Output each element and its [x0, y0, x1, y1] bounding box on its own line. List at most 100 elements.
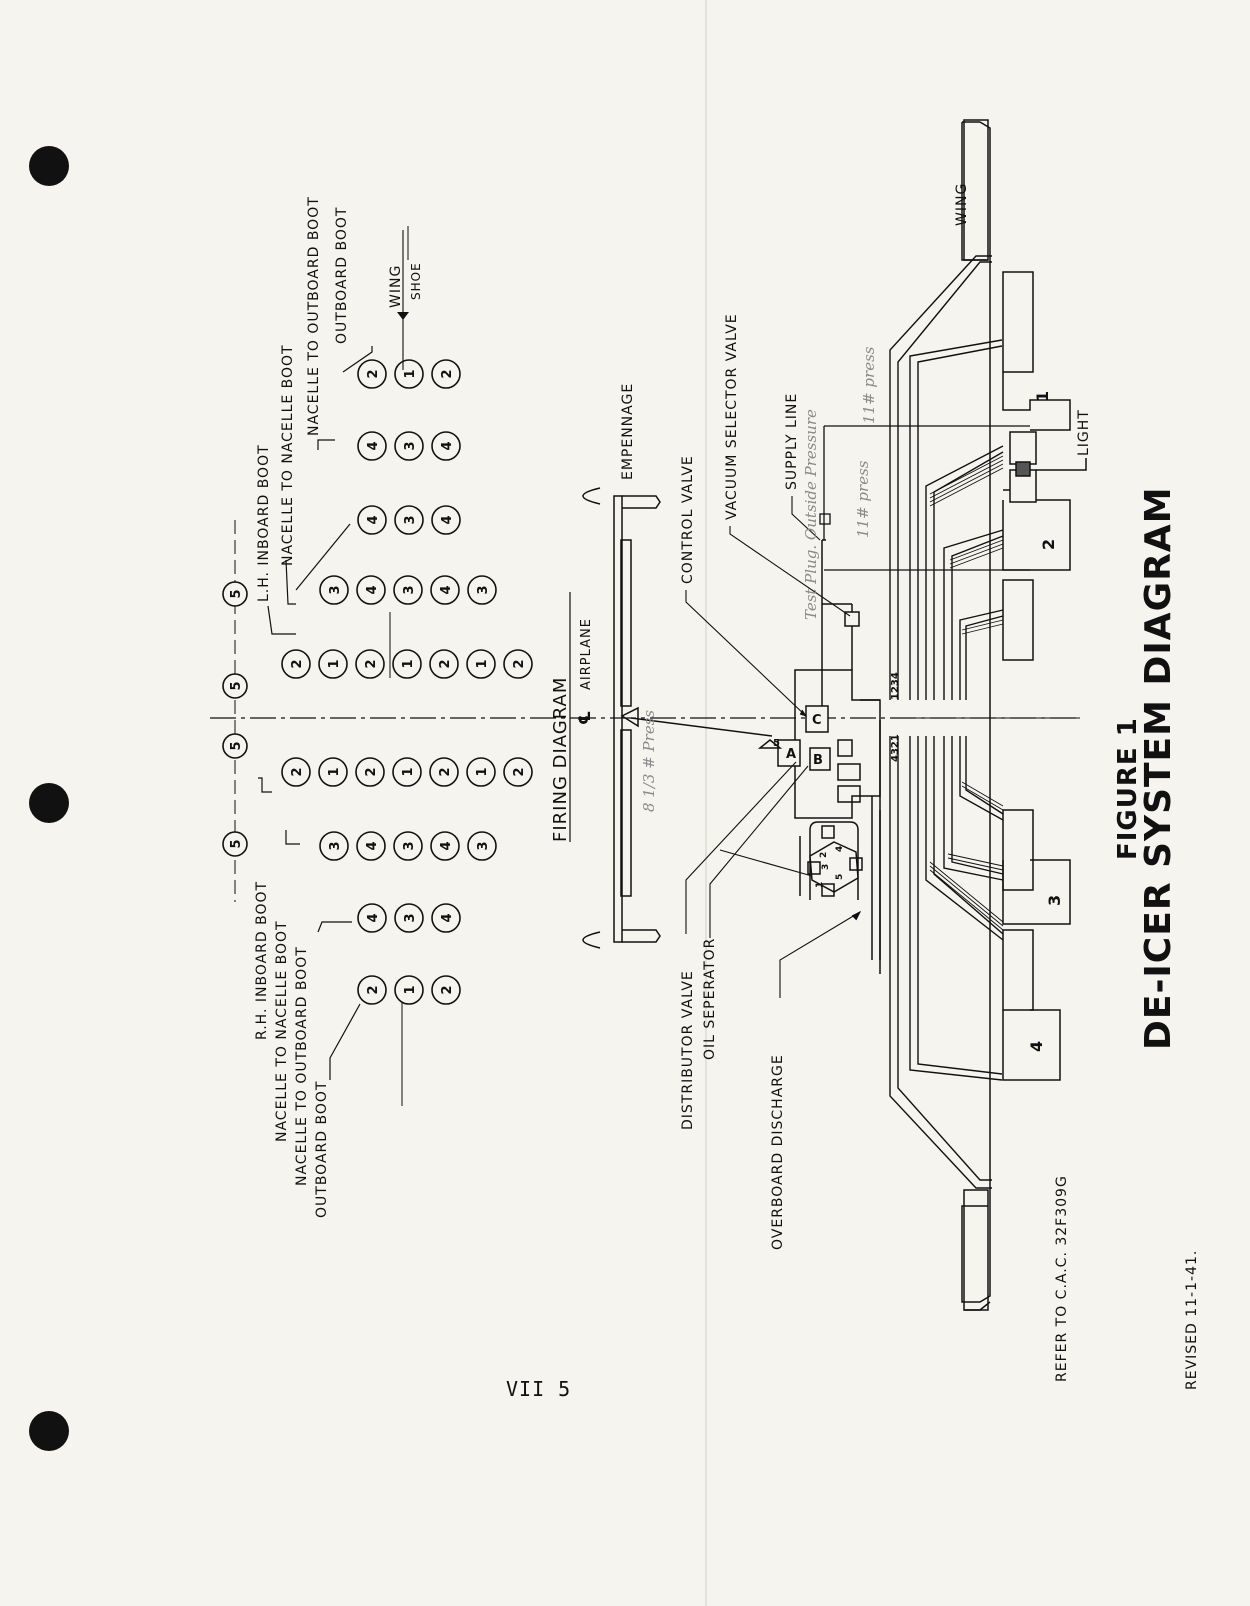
lower-circle-0-4-number: 2	[438, 767, 453, 776]
upper-outboard-boot-label: OUTBOARD BOOT	[334, 207, 350, 344]
lower-circle-0-1-number: 1	[327, 767, 342, 776]
lower-circle-1-3: 4	[430, 831, 460, 861]
lower-circle-1-4: 3	[467, 831, 497, 861]
tail-marker-circle-0-ring	[222, 581, 248, 607]
upper-nacelle-to-nacelle-label: NACELLE TO NACELLE BOOT	[280, 344, 296, 566]
lower-circle-0-0: 2	[281, 757, 311, 787]
lower-circle-0-1-ring	[318, 757, 348, 787]
light-label: LIGHT	[1076, 409, 1092, 456]
binder-hole-middle	[29, 783, 69, 823]
boot-1-label: 1	[1033, 391, 1052, 402]
lower-circle-2-1-ring	[394, 903, 424, 933]
lower-circle-3-1-ring	[394, 975, 424, 1005]
lower-circle-0-6-number: 2	[512, 767, 527, 776]
upper-circle-4-5: 1	[466, 649, 496, 679]
boot-lines	[889, 255, 1004, 1189]
boot-4-label: 4	[1027, 1041, 1046, 1052]
lower-circle-1-0-ring	[319, 831, 349, 861]
lower-circle-0-5-number: 1	[475, 767, 490, 776]
valve-c-label: C	[812, 713, 822, 728]
lower-circle-2-2: 4	[431, 903, 461, 933]
tail-marker-circle-3: 5	[222, 831, 248, 857]
lower-circle-2-0: 4	[357, 903, 387, 933]
upper-circle-4-2-number: 2	[364, 659, 379, 668]
upper-circle-4-5-number: 1	[475, 659, 490, 668]
wing-label-firing: WING	[388, 265, 404, 308]
lower-circle-3-2: 2	[431, 975, 461, 1005]
upper-circle-4-0: 2	[281, 649, 311, 679]
lower-circle-0-5: 1	[466, 757, 496, 787]
hatch-bundles	[929, 455, 1004, 931]
upper-circle-4-3: 1	[392, 649, 422, 679]
upper-circle-3-3: 4	[430, 575, 460, 605]
upper-circle-4-1: 1	[318, 649, 348, 679]
lower-circle-3-1-number: 1	[403, 985, 418, 994]
distributor-port-1: 1	[815, 882, 825, 888]
lower-circle-2-1-number: 3	[403, 913, 418, 922]
firing-diagram-title: FIRING DIAGRAM	[550, 677, 571, 842]
lower-circle-1-0: 3	[319, 831, 349, 861]
lower-circle-0-0-ring	[281, 757, 311, 787]
lower-circle-0-6-ring	[503, 757, 533, 787]
lower-circle-3-0: 2	[357, 975, 387, 1005]
lower-circle-0-4: 2	[429, 757, 459, 787]
upper-nacelle-to-outboard-label: NACELLE TO OUTBOARD BOOT	[306, 196, 322, 436]
port-5-label: 5	[773, 738, 780, 749]
lower-circle-0-2-ring	[355, 757, 385, 787]
lower-nacelle-to-outboard-label: NACELLE TO OUTBOARD BOOT	[294, 946, 310, 1186]
upper-circle-1-2-number: 4	[440, 441, 455, 450]
upper-circle-4-1-ring	[318, 649, 348, 679]
upper-circle-3-0: 3	[319, 575, 349, 605]
upper-circle-4-3-number: 1	[401, 659, 416, 668]
upper-circle-2-0-number: 4	[366, 515, 381, 524]
upper-circle-3-4: 3	[467, 575, 497, 605]
tail-marker-circle-2-ring	[222, 733, 248, 759]
lower-circle-0-3: 1	[392, 757, 422, 787]
distributor-port-3: 3	[821, 864, 831, 870]
lower-circle-1-2-ring	[393, 831, 423, 861]
upper-circle-2-2: 4	[431, 505, 461, 535]
upper-circle-3-1: 4	[356, 575, 386, 605]
upper-circle-1-2: 4	[431, 431, 461, 461]
tail-marker-circle-1-number: 5	[229, 681, 244, 690]
lower-circle-2-0-ring	[357, 903, 387, 933]
lower-circle-1-4-ring	[467, 831, 497, 861]
lower-circle-0-1: 1	[318, 757, 348, 787]
figure-label: FIGURE 1	[1113, 717, 1143, 860]
vacuum-selector-valve-label: VACUUM SELECTOR VALVE	[724, 313, 740, 520]
supply-line-box	[819, 425, 1030, 571]
upper-circle-4-4-ring	[429, 649, 459, 679]
upper-circle-3-0-number: 3	[328, 585, 343, 594]
upper-circle-2-1-ring	[394, 505, 424, 535]
upper-circle-4-2: 2	[355, 649, 385, 679]
lower-circle-1-2: 3	[393, 831, 423, 861]
upper-circle-0-0-ring	[357, 359, 387, 389]
upper-circle-4-3-ring	[392, 649, 422, 679]
lower-outboard-boot-label: OUTBOARD BOOT	[314, 1081, 330, 1218]
upper-circle-3-3-ring	[430, 575, 460, 605]
centerline-symbol: ℄	[575, 711, 594, 725]
lower-circle-0-6: 2	[503, 757, 533, 787]
lower-circle-0-2: 2	[355, 757, 385, 787]
lower-circle-0-2-number: 2	[364, 767, 379, 776]
valve-b-label: B	[813, 753, 823, 768]
shoe-label: SHOE	[409, 262, 423, 300]
upper-circle-2-1-number: 3	[403, 515, 418, 524]
upper-circle-3-2-number: 3	[402, 585, 417, 594]
lower-circle-3-0-number: 2	[366, 985, 381, 994]
distributor-port-2: 2	[819, 852, 829, 858]
upper-circle-2-0: 4	[357, 505, 387, 535]
binder-hole-bottom	[29, 1411, 69, 1451]
lower-circle-2-1: 3	[394, 903, 424, 933]
lower-circle-2-0-number: 4	[366, 913, 381, 922]
page-number: VII 5	[506, 1377, 572, 1401]
binder-hole-top	[29, 146, 69, 186]
upper-circle-3-1-ring	[356, 575, 386, 605]
upper-circle-0-0: 2	[357, 359, 387, 389]
lower-circle-0-0-number: 2	[290, 767, 305, 776]
tail-marker-circle-1: 5	[222, 673, 248, 699]
tail-plane	[582, 487, 773, 949]
tail-marker-circle-3-number: 5	[229, 839, 244, 848]
